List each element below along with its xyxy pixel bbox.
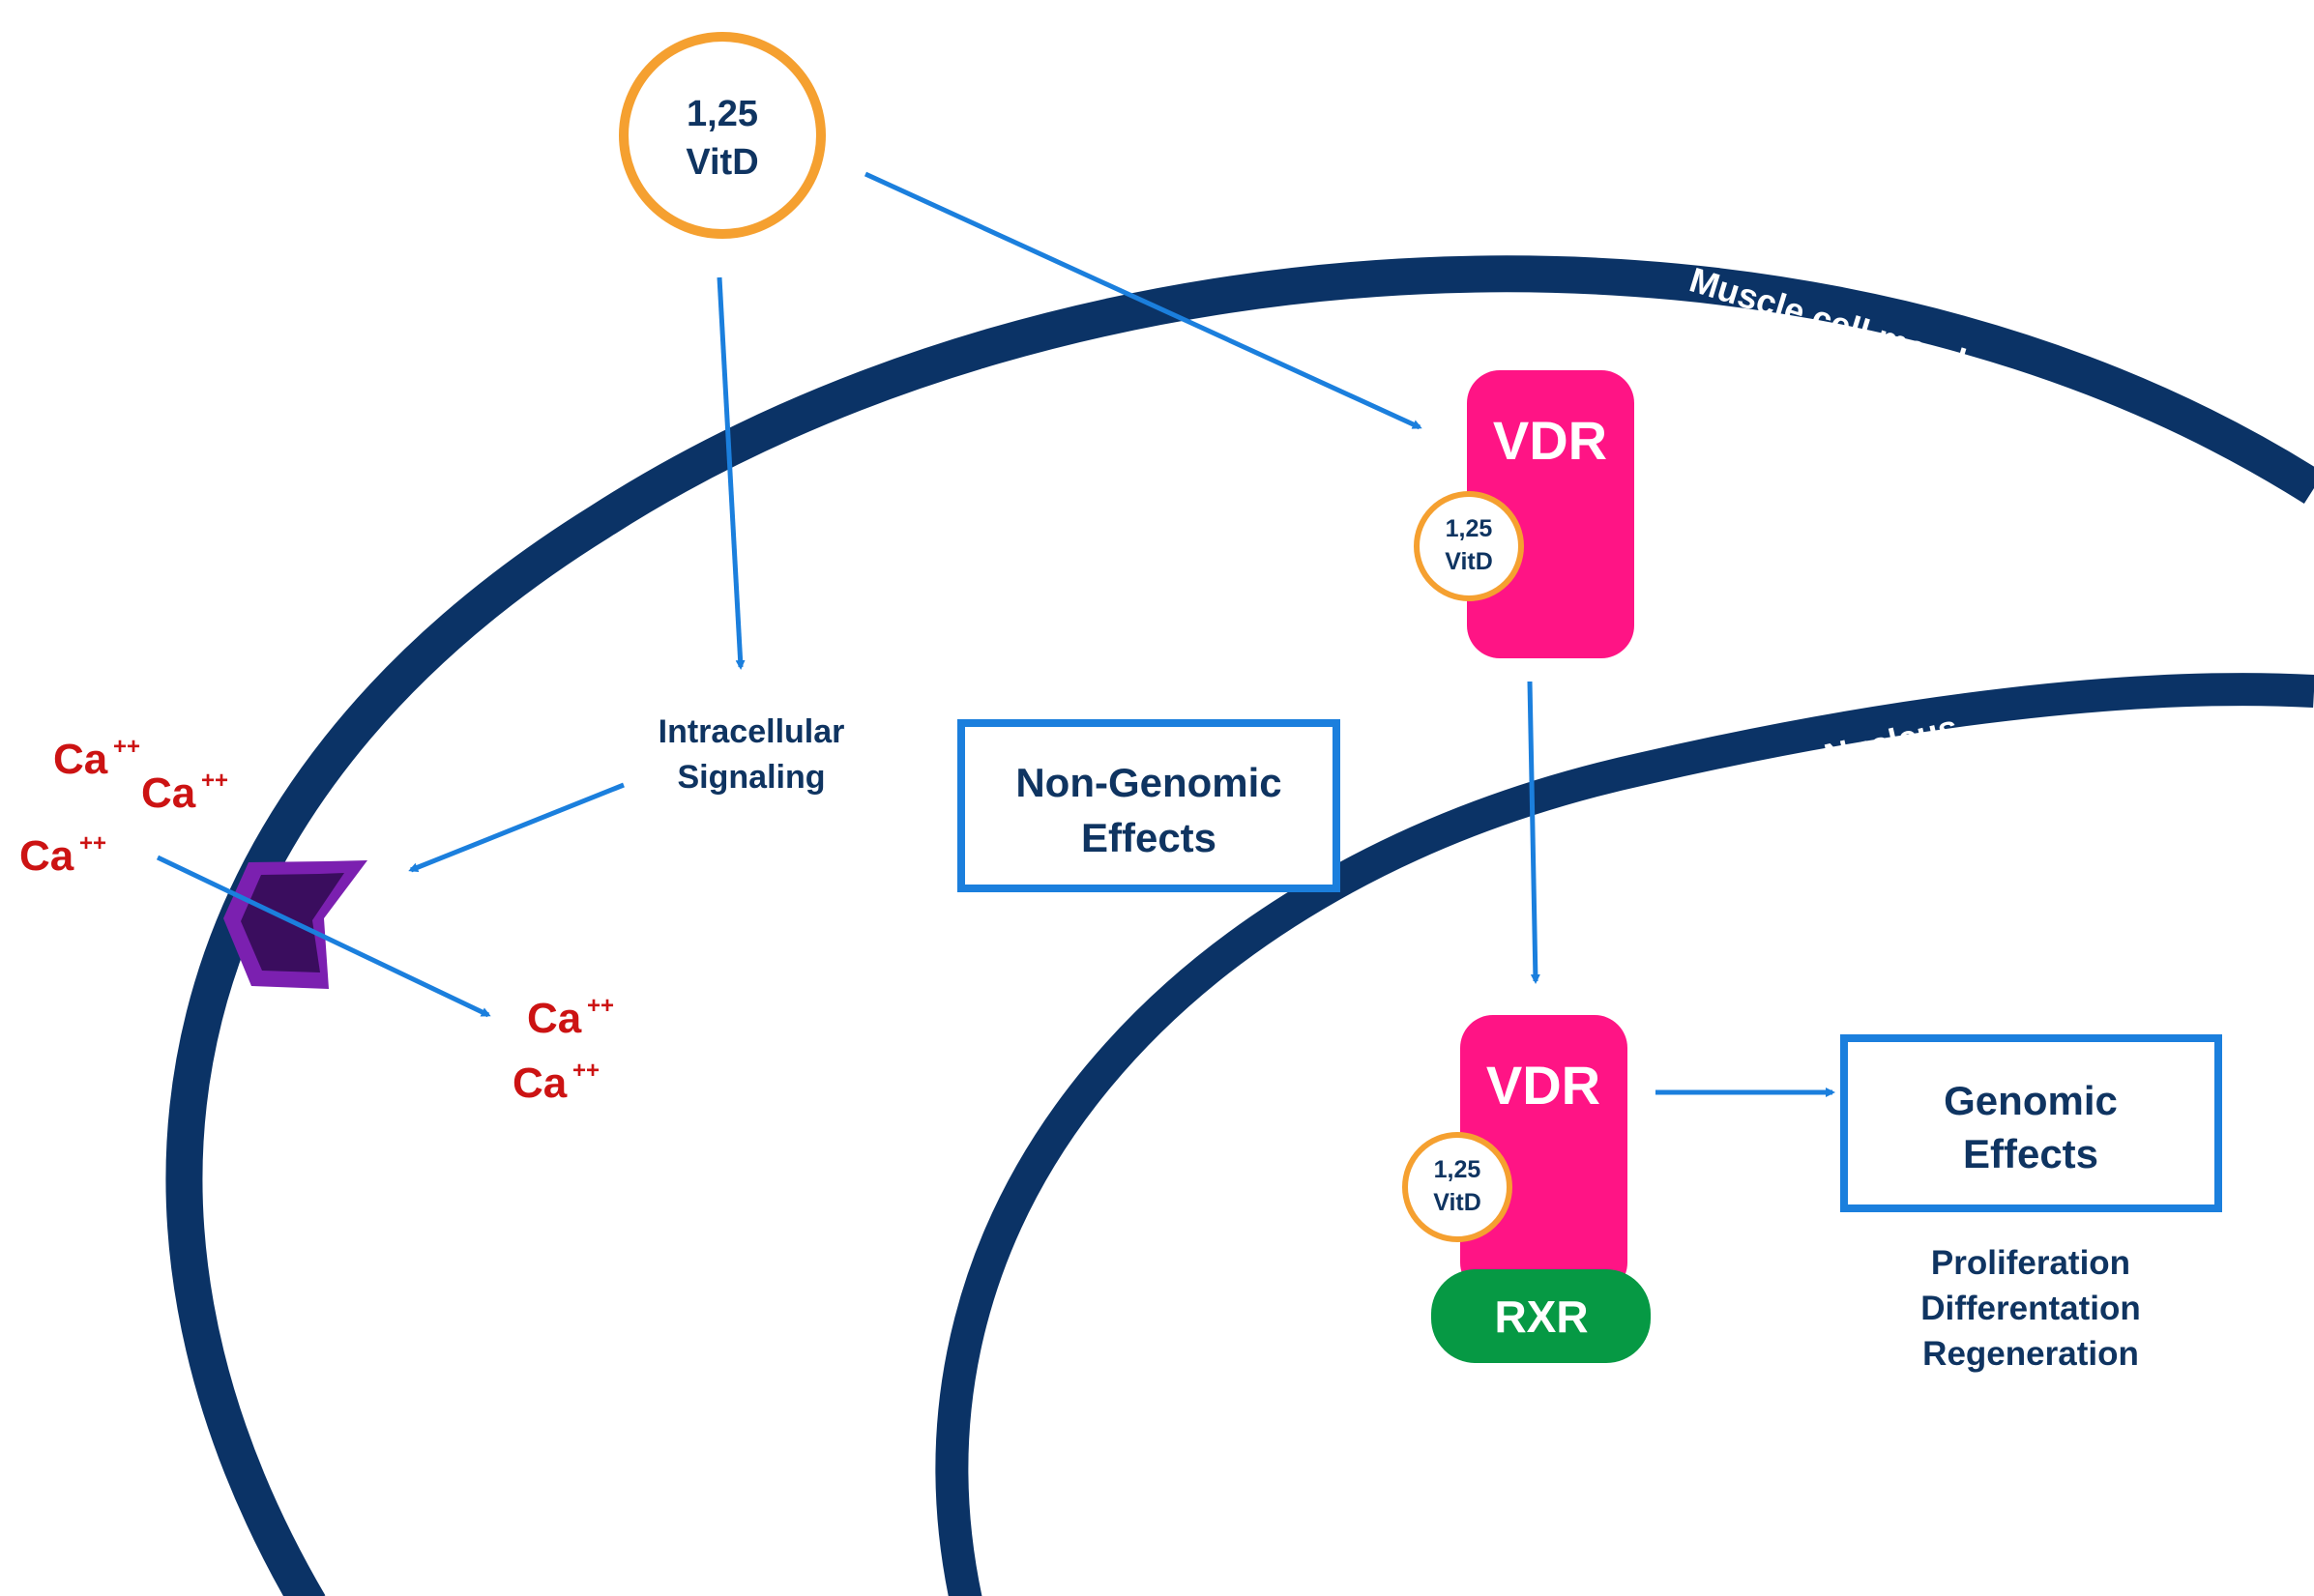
rxr-label: RXR: [1494, 1291, 1588, 1342]
calcium-ion-2: Ca ++: [141, 768, 228, 817]
vitd-main-line1: 1,25: [687, 94, 758, 134]
rxr-node: [1431, 1269, 1651, 1363]
arrow-vitd-to-vdr: [864, 171, 1422, 430]
svg-text:++: ++: [79, 830, 106, 856]
vdr-rxr-complex: VDR 1,25 VitD RXR: [1402, 1015, 1651, 1363]
svg-text:++: ++: [113, 734, 140, 760]
svg-text:++: ++: [201, 768, 228, 794]
genomic-outcome-2: Differentation: [1920, 1290, 2141, 1327]
svg-text:Ca: Ca: [19, 832, 74, 880]
vdr-cytoplasm-ligand-line1: 1,25: [1446, 515, 1493, 542]
svg-text:++: ++: [572, 1058, 600, 1084]
calcium-ion-5: Ca ++: [513, 1058, 600, 1107]
non-genomic-effects-line2: Effects: [1081, 815, 1216, 860]
nucleus-membrane: [935, 673, 2314, 1596]
svg-text:Ca: Ca: [513, 1059, 568, 1107]
genomic-effects-line1: Genomic: [1944, 1078, 2118, 1123]
vdr-nucleus-label: VDR: [1486, 1055, 1600, 1116]
calcium-ion-1: Ca ++: [53, 734, 140, 783]
svg-text:Ca: Ca: [53, 736, 108, 783]
genomic-outcome-3: Regeneration: [1922, 1335, 2139, 1373]
arrow-signaling-to-channel: [408, 782, 625, 873]
calcium-flow-arrow: [156, 855, 491, 1018]
intracellular-signaling-line1: Intracellular: [659, 713, 845, 750]
non-genomic-effects-line1: Non-Genomic: [1015, 760, 1281, 805]
calcium-ion-4: Ca ++: [527, 993, 614, 1042]
genomic-effects-line2: Effects: [1963, 1131, 2098, 1176]
arrow-vdr-to-nucleus: [1527, 681, 1540, 984]
vitd-main-line2: VitD: [686, 142, 758, 183]
vdr-cytoplasm: VDR 1,25 VitD: [1414, 370, 1634, 658]
genomic-effects-box: Genomic Effects: [1840, 1034, 2222, 1212]
calcium-ion-3: Ca ++: [19, 830, 106, 880]
vdr-nucleus-ligand-line2: VitD: [1433, 1189, 1481, 1216]
vdr-nucleus-ligand-line1: 1,25: [1434, 1156, 1481, 1183]
muscle-cell-membrane: [165, 255, 2314, 1596]
svg-text:Ca: Ca: [141, 769, 196, 817]
genomic-outcome-1: Proliferation: [1931, 1244, 2130, 1282]
svg-text:Ca: Ca: [527, 995, 582, 1042]
vitd-main-node: 1,25 VitD: [619, 32, 826, 239]
vdr-cytoplasm-ligand-line2: VitD: [1445, 548, 1493, 575]
intracellular-signaling-line2: Signaling: [678, 759, 826, 796]
non-genomic-effects-box: Non-Genomic Effects: [957, 719, 1340, 892]
svg-text:++: ++: [587, 993, 614, 1019]
arrow-vitd-to-signaling: [717, 276, 746, 670]
vdr-cytoplasm-label: VDR: [1493, 410, 1607, 471]
